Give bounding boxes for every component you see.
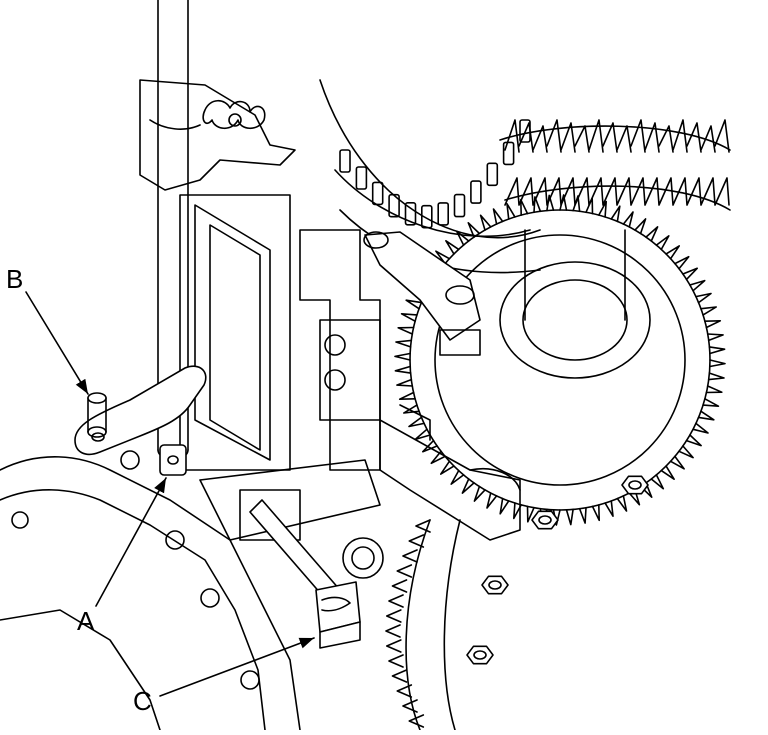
gear-teeth: [394, 194, 726, 526]
support-bracket: [379, 404, 521, 541]
leader-line-c: [159, 637, 315, 697]
leader-line-b: [25, 291, 89, 395]
rocker-arm: [363, 231, 481, 356]
band-tooth: [502, 141, 515, 166]
band-tooth: [453, 193, 466, 218]
synchro-band: [319, 79, 541, 274]
callout-label-a: A: [77, 606, 95, 636]
hex-bolt-face: [473, 650, 487, 660]
ring-teeth: [385, 519, 431, 728]
callout-label-b: B: [6, 264, 24, 294]
valve-body: [179, 194, 381, 541]
band-teeth: [339, 119, 531, 229]
hex-bolt-face: [538, 515, 552, 525]
hex-bolt: [481, 575, 509, 595]
band-tooth: [420, 204, 433, 229]
leader-line-a: [95, 477, 167, 607]
large-gear: [409, 209, 711, 511]
callout-label-c: C: [133, 686, 152, 716]
pin-b: [87, 392, 107, 438]
shift-fork: [249, 499, 361, 649]
band-tooth: [437, 202, 450, 226]
band-tooth: [404, 202, 417, 226]
gear-tooth-row: [394, 194, 726, 526]
band-tooth: [371, 181, 384, 206]
hex-bolt-face: [628, 480, 642, 490]
band-tooth: [355, 166, 368, 190]
band-tooth: [486, 162, 499, 187]
helical-tooth-row: [504, 119, 730, 206]
ring-tooth-row: [385, 519, 431, 728]
hex-bolt-face: [488, 580, 502, 590]
helical-teeth: [504, 119, 730, 206]
hex-bolt: [531, 510, 559, 530]
spring-bracket: [139, 79, 296, 191]
shaft-boss: [342, 537, 384, 579]
hex-bolt: [466, 645, 494, 665]
band-tooth: [470, 180, 482, 204]
case-bolts: [466, 475, 649, 665]
shift-arm-plate: [74, 365, 207, 456]
hex-bolt: [621, 475, 649, 495]
band-tooth: [339, 149, 351, 173]
band-tooth: [388, 193, 400, 218]
